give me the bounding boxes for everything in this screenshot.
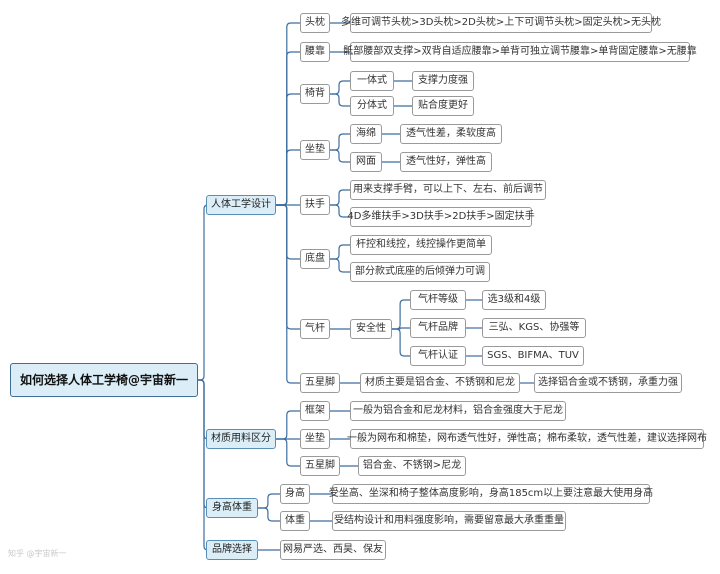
node-0-3-1: 网面 (350, 152, 382, 172)
node-1-1: 坐垫 (300, 429, 330, 449)
root-topic: 如何选择人体工学椅@宇宙新一 (10, 363, 198, 397)
node-0-4: 扶手 (300, 195, 330, 215)
node-0-6: 气杆 (300, 319, 330, 339)
node-0-3-0-0: 透气性差，柔软度高 (400, 124, 502, 144)
node-0-1-0: 骶部腰部双支撑>双背自适应腰靠>单背可独立调节腰靠>单背固定腰靠>无腰靠 (343, 42, 697, 62)
node-2-0-0: 受坐高、坐深和椅子整体高度影响，身高185cm以上要注意最大使用身高 (329, 484, 653, 504)
connector-line (276, 51, 300, 206)
connector-line (392, 328, 410, 357)
node-0-3-0: 海绵 (350, 124, 382, 144)
connector-line (276, 149, 300, 206)
connector-line (330, 244, 350, 260)
connector-line (276, 204, 300, 330)
connector-line (330, 93, 350, 107)
connector-line (198, 204, 209, 381)
node-0-5-0: 杆控和线控，线控操作更简单 (350, 235, 492, 255)
connector-line (330, 204, 350, 218)
connector-line (392, 327, 410, 330)
node-1-1-0: 一般为网布和棉垫，网布透气性好，弹性高；棉布柔软，透气性差，建议选择网布 (347, 429, 707, 449)
node-0-2: 椅背 (300, 84, 330, 104)
connector-line (330, 133, 350, 151)
node-0-6-0-0-0: 选3级和4级 (482, 290, 546, 310)
node-1-2: 五星脚 (300, 456, 340, 476)
node-2-0: 身高 (280, 484, 310, 504)
node-0-7-0-0: 选择铝合金或不锈钢，承重力强 (534, 373, 682, 393)
node-1-0-0: 一般为铝合金和尼龙材料，铝合金强度大于尼龙 (350, 401, 566, 421)
connector-line (276, 410, 300, 440)
node-0-2-1: 分体式 (350, 96, 394, 116)
connector-line (330, 258, 350, 273)
node-2-1-0: 受结构设计和用料强度影响，需要留意最大承重重量 (332, 511, 566, 531)
node-0-0-0: 多维可调节头枕>3D头枕>2D头枕>上下可调节头枕>固定头枕>无头枕 (341, 13, 661, 33)
node-0-0: 头枕 (300, 13, 330, 33)
branch-0: 人体工学设计 (206, 195, 276, 215)
node-0-6-0-1-0: 三弘、KGS、协强等 (482, 318, 586, 338)
node-0-6-0-2: 气杆认证 (410, 346, 466, 366)
node-0-2-0: 一体式 (350, 71, 394, 91)
node-0-4-1: 4D多维扶手>3D扶手>2D扶手>固定扶手 (347, 207, 535, 227)
branch-1: 材质用料区分 (206, 429, 276, 449)
node-0-6-0-0: 气杆等级 (410, 290, 466, 310)
branch-2: 身高体重 (206, 498, 258, 518)
connector-line (198, 379, 209, 551)
node-0-7-0: 材质主要是铝合金、不锈钢和尼龙 (360, 373, 520, 393)
node-0-2-0-0: 支撑力度强 (412, 71, 474, 91)
connector-line (330, 149, 350, 163)
node-1-0: 框架 (300, 401, 330, 421)
node-0-4-0: 用来支撑手臂，可以上下、左右、前后调节 (350, 180, 546, 200)
connector-line (276, 204, 300, 260)
node-1-2-0: 铝合金、不锈钢>尼龙 (358, 456, 466, 476)
node-0-6-0: 安全性 (350, 319, 392, 339)
node-3-0: 网易严选、西昊、保友 (280, 540, 386, 560)
connector-line (330, 80, 350, 95)
node-0-7: 五星脚 (300, 373, 340, 393)
watermark: 知乎 @宇宙新一 (8, 549, 67, 558)
node-0-3-1-0: 透气性好，弹性高 (400, 152, 492, 172)
connector-line (258, 507, 280, 522)
node-0-5-1: 部分款式底座的后倾弹力可调 (350, 262, 490, 282)
connector-line (258, 493, 280, 509)
node-0-3: 坐垫 (300, 140, 330, 160)
branch-3: 品牌选择 (206, 540, 258, 560)
connector-line (276, 22, 300, 206)
connector-line (276, 438, 300, 467)
node-0-6-0-1: 气杆品牌 (410, 318, 466, 338)
node-0-6-0-2-0: SGS、BIFMA、TUV (482, 346, 584, 366)
node-0-2-1-0: 贴合度更好 (412, 96, 474, 116)
node-2-1: 体重 (280, 511, 310, 531)
node-0-5: 底盘 (300, 249, 330, 269)
connector-line (330, 189, 350, 206)
node-0-1: 腰靠 (300, 42, 330, 62)
connector-line (392, 299, 410, 330)
connector-line (276, 204, 300, 384)
